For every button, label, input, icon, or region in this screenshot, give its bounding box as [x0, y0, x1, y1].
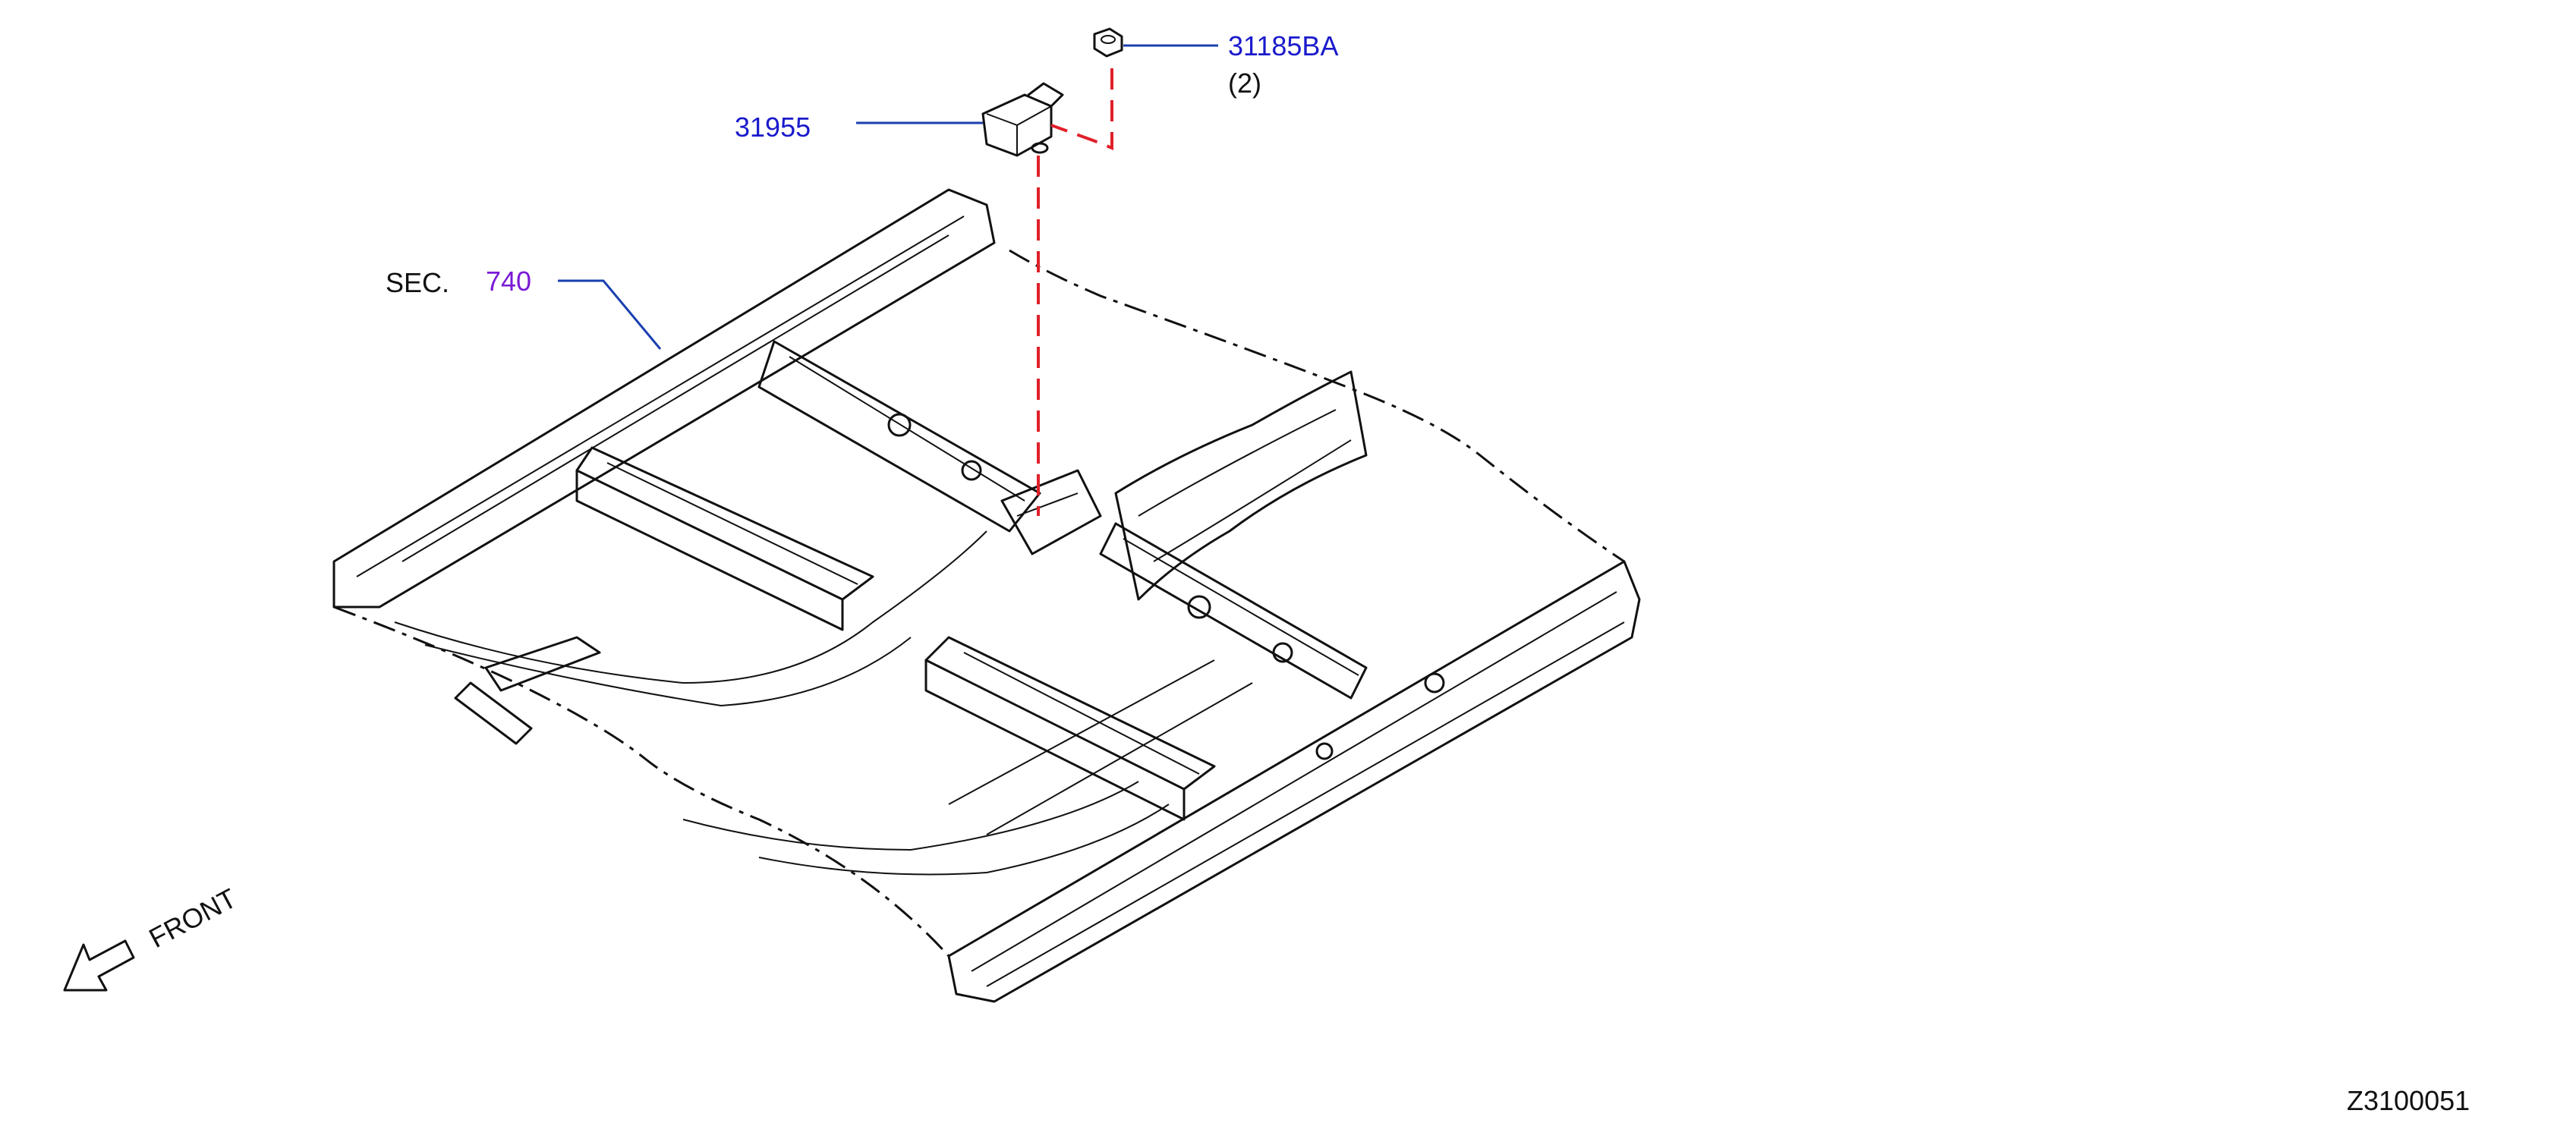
leader-lines	[558, 44, 1218, 350]
diagram-code: Z3100051	[2347, 1085, 2470, 1116]
part-quantity: (2)	[1228, 68, 1261, 99]
front-label: FRONT	[144, 882, 242, 954]
floor-panel-assembly	[332, 188, 1641, 1003]
install-guide-lines	[1037, 68, 1113, 516]
front-direction-arrow	[63, 939, 135, 992]
sensor-31955-icon	[981, 82, 1064, 157]
part-number-31955[interactable]: 31955	[735, 112, 811, 143]
section-number-link[interactable]: 740	[486, 266, 531, 297]
section-prefix: SEC.	[386, 267, 449, 298]
part-number-31185ba[interactable]: 31185BA	[1228, 30, 1338, 61]
nut-31185ba-icon	[1093, 27, 1123, 58]
